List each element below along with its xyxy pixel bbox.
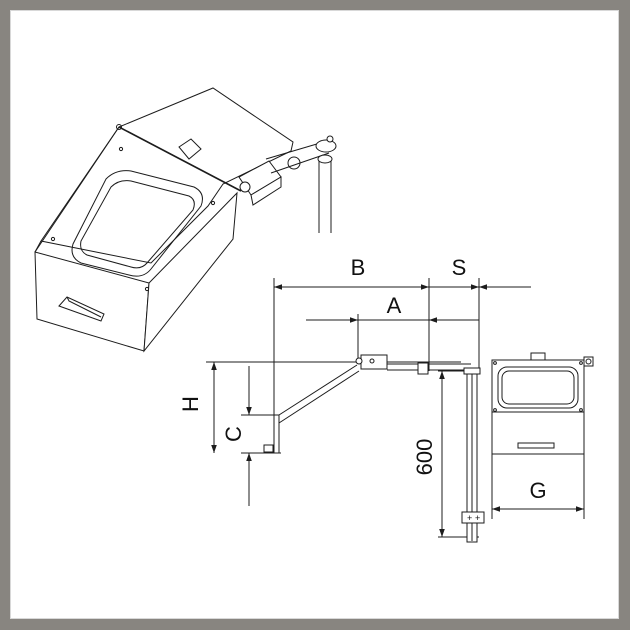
dimension-s-label: S (452, 255, 467, 280)
front-knob-icon (583, 356, 594, 367)
front-handle-icon (517, 442, 555, 449)
front-view: G (491, 352, 594, 519)
technical-drawing: + + B S A H C 600 (34, 87, 594, 543)
window-inner (80, 180, 195, 269)
dimension-c-label: C (221, 426, 246, 442)
drawing-canvas: + + B S A H C 600 (10, 10, 619, 619)
dimension-h-label: H (178, 396, 203, 412)
post-top-collar (463, 367, 481, 375)
lid-top-face (40, 87, 294, 264)
front-handle-icon (58, 296, 105, 322)
base-clamp (461, 511, 485, 524)
screw-icon (118, 146, 124, 152)
mount-knob-icon (239, 181, 251, 193)
screw-icon (144, 286, 150, 292)
drawer-side-face (143, 191, 238, 353)
top-latch (178, 138, 202, 160)
left-edge (34, 126, 120, 253)
screw-icon (210, 200, 216, 206)
screw-icon (50, 236, 56, 242)
front-latch (530, 352, 546, 361)
dimension-600-label: 600 (412, 439, 437, 476)
clamp-screw-icon: + (467, 513, 472, 523)
lid-profile-top (278, 364, 358, 416)
clamp-screw-icon: + (475, 513, 480, 523)
hinge-rod-end (116, 124, 122, 130)
hinge-rod (118, 126, 242, 192)
mount-screw-icon (369, 358, 375, 364)
drawer-profile (274, 414, 280, 453)
dimension-a-label: A (387, 293, 402, 318)
post-screw-icon (326, 135, 334, 143)
front-knob-center (585, 358, 592, 365)
left-corner-edge (34, 240, 42, 253)
isometric-view (34, 87, 337, 353)
dimension-b-label: B (351, 255, 366, 280)
post-collar (317, 154, 333, 164)
post-cap (315, 139, 337, 153)
front-window-inner (501, 370, 575, 405)
mount-knob-icon (287, 156, 301, 170)
window-outer (71, 170, 203, 277)
arm-clamp (417, 362, 429, 375)
screw-icon (493, 361, 497, 365)
screw-icon (493, 408, 497, 412)
side-view: + + B S A H C 600 (178, 255, 531, 543)
mount-block-side (250, 176, 282, 206)
drawer-stop-icon (263, 444, 274, 453)
lid-profile-bottom (278, 370, 360, 424)
hinge-pin-icon (355, 357, 363, 365)
screw-icon (579, 408, 583, 412)
screw-icon (579, 361, 583, 365)
front-window-outer (497, 366, 579, 409)
dimension-g-label: G (529, 478, 546, 503)
